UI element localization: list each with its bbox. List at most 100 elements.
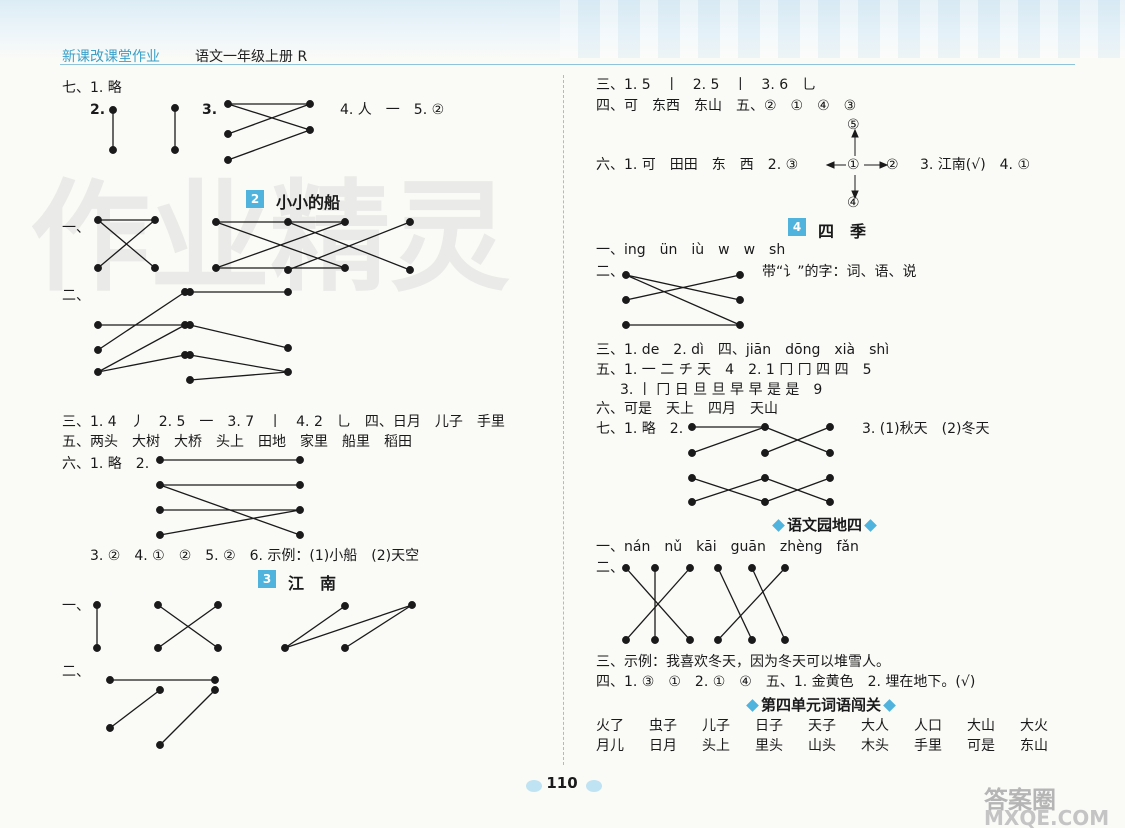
header-series-title: 新课改课堂作业 (62, 49, 160, 65)
matching-dot (622, 271, 630, 279)
garden-title-text: 语文园地四 (787, 516, 863, 534)
lesson2-title: 小小的船 (276, 193, 341, 212)
matching-dot (651, 636, 659, 644)
right-l4-q3: 三、1. de 2. dì 四、jiān dōng xià shì (596, 342, 890, 358)
matching-dot (826, 449, 834, 457)
matching-line (97, 291, 186, 351)
matching-line (97, 219, 156, 269)
matching-dot (211, 686, 219, 694)
left-l3-q2-label: 二、 (62, 664, 90, 680)
matching-dot (212, 264, 220, 272)
matching-line (764, 426, 831, 454)
matching-dot (186, 376, 194, 384)
matching-dot (94, 368, 102, 376)
right-line1: 三、1. 5 丨 2. 5 丨 3. 6 乚 (596, 77, 817, 93)
matching-dot (826, 498, 834, 506)
compass-arrows (825, 128, 889, 200)
matching-dot (748, 636, 756, 644)
page-deco-left (526, 780, 542, 792)
matching-dot (688, 423, 696, 431)
garden-q4: 四、1. ③ ① 2. ① ④ 五、1. 金黄色 2. 埋在地下。(√) (596, 674, 976, 690)
matching-dot (94, 321, 102, 329)
left-s7-q3: 3. (202, 102, 218, 118)
matching-dot (171, 146, 179, 154)
matching-dot (212, 218, 220, 226)
matching-dot (341, 218, 349, 226)
left-l2-q5: 五、两头 大树 大桥 头上 田地 家里 船里 稻田 (62, 434, 412, 450)
matching-dot (156, 481, 164, 489)
matching-dot (408, 601, 416, 609)
left-l2-q2-label: 二、 (62, 288, 90, 304)
matching-line (284, 605, 346, 649)
matching-dot (406, 218, 414, 226)
matching-dot (714, 564, 722, 572)
word-item: 日子 (755, 718, 783, 734)
matching-dot (686, 636, 694, 644)
matching-dot (736, 271, 744, 279)
matching-line (189, 324, 289, 349)
matching-dot (171, 104, 179, 112)
matching-dot (224, 156, 232, 164)
garden-q2-label: 二、 (596, 560, 624, 576)
matching-dot (341, 264, 349, 272)
right-l4-q7: 七、1. 略 2. (596, 421, 684, 437)
matching-line (625, 274, 741, 326)
matching-dot (714, 636, 722, 644)
right-l4-q6: 六、可是 天上 四月 天山 (596, 401, 778, 417)
right-l4-q7b: 3. (1)秋天 (2)冬天 (862, 421, 990, 437)
matching-dot (306, 100, 314, 108)
left-l2-q6: 六、1. 略 2. (62, 456, 150, 472)
garden-q3: 三、示例：我喜欢冬天，因为冬天可以堆雪人。 (596, 654, 890, 670)
matching-line (764, 477, 831, 503)
matching-dot (296, 481, 304, 489)
matching-dot (284, 288, 292, 296)
lesson3-number-badge: 3 (258, 570, 276, 588)
left-l2-q6b: 3. ② 4. ① ② 5. ② 6. 示例：(1)小船 (2)天空 (90, 548, 420, 564)
header-band (0, 0, 1125, 58)
matching-dot (186, 321, 194, 329)
matching-dot (154, 601, 162, 609)
matching-line (159, 689, 216, 746)
matching-line (717, 567, 786, 641)
right-l4-q5b: 3. 丨 冂 日 旦 旦 早 早 是 是 9 (620, 382, 823, 398)
matching-dot (296, 531, 304, 539)
matching-dot (748, 564, 756, 572)
word-item: 头上 (702, 738, 730, 754)
matching-dot (154, 644, 162, 652)
compass-right: ② (886, 157, 899, 173)
matching-line (97, 354, 186, 373)
compass-top: ⑤ (847, 117, 860, 133)
matching-dot (686, 564, 694, 572)
matching-dot (284, 218, 292, 226)
word-item: 儿子 (702, 718, 730, 734)
left-s7-line1: 七、1. 略 (62, 80, 122, 96)
matching-dot (622, 636, 630, 644)
matching-dot (214, 644, 222, 652)
right-line3b: 3. 江南(√) 4. ① (920, 157, 1031, 173)
matching-line (97, 324, 186, 373)
matching-dot (156, 531, 164, 539)
header-book-title: 语文一年级上册 R (195, 49, 308, 65)
matching-dot (156, 741, 164, 749)
left-l2-q3: 三、1. 4 丿 2. 5 一 3. 7 丨 4. 2 乚 四、日月 儿子 手里 (62, 414, 505, 430)
matching-dot (688, 449, 696, 457)
watermark-logo: 答案圈 MXQE.COM (984, 780, 1124, 828)
matching-dot (736, 321, 744, 329)
matching-dot (761, 498, 769, 506)
left-l2-q1-label: 一、 (62, 220, 90, 236)
word-item: 天子 (808, 718, 836, 734)
word-item: 手里 (914, 738, 942, 754)
matching-dot (406, 266, 414, 274)
matching-dot (211, 676, 219, 684)
matching-dot (93, 644, 101, 652)
word-item: 东山 (1020, 738, 1048, 754)
left-l3-q1-label: 一、 (62, 598, 90, 614)
matching-dot (826, 423, 834, 431)
matching-dot (94, 346, 102, 354)
compass-bottom: ④ (847, 195, 860, 211)
matching-line (284, 604, 413, 649)
matching-dot (622, 321, 630, 329)
matching-dot (688, 498, 696, 506)
matching-dot (651, 564, 659, 572)
